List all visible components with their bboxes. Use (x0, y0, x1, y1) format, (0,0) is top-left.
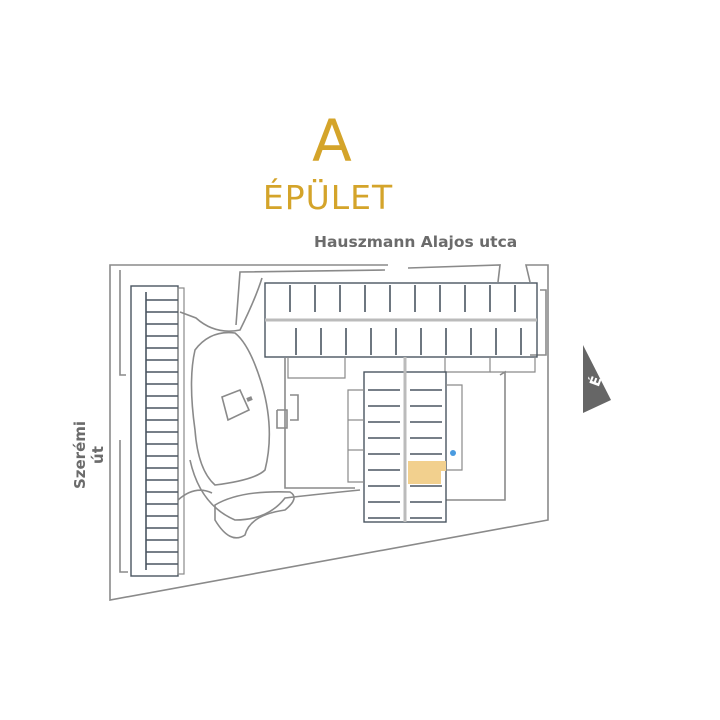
site-boundary (109, 264, 549, 601)
location-marker (450, 450, 456, 456)
building-letter: A (312, 107, 352, 175)
street-label-hauszmann: Hauszmann Alajos utca (314, 233, 518, 251)
highlighted-apartment[interactable] (408, 461, 446, 484)
park-path (177, 277, 361, 539)
top-building (264, 282, 538, 379)
left-building (130, 285, 185, 577)
center-building (347, 357, 463, 523)
north-arrow-icon: É (583, 345, 611, 413)
building-label: ÉPÜLET (262, 178, 394, 217)
